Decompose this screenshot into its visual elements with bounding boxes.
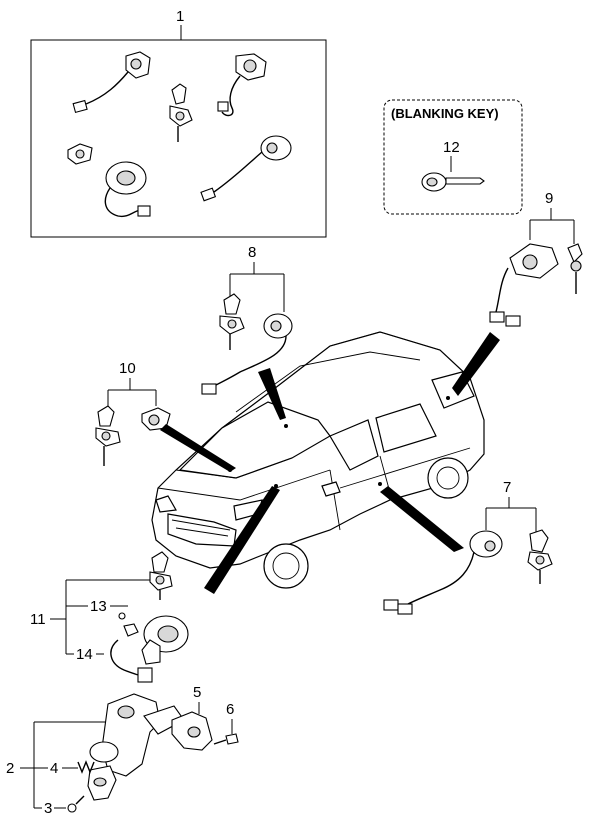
callout-6: 6 <box>226 701 234 718</box>
tailgate-cylinder-wire <box>200 135 292 202</box>
group-11: 11 13 14 <box>30 551 189 683</box>
steering-lock-body <box>87 693 185 801</box>
callout-3: 3 <box>44 800 52 817</box>
pointer-10 <box>160 424 236 472</box>
bracket-5 <box>171 711 213 751</box>
group-1-kit: 1 <box>30 8 327 238</box>
pointer-8 <box>258 368 286 420</box>
spring-4 <box>77 760 95 774</box>
door-cylinder-8 <box>201 313 293 395</box>
callout-9: 9 <box>545 190 553 207</box>
key-8 <box>219 293 245 350</box>
blanking-key-box: (BLANKING KEY) 12 <box>383 99 523 215</box>
ignition-switch-with-coil <box>110 612 189 683</box>
group-7: 7 <box>383 479 553 615</box>
group-2-ignition-lock: 2 4 3 5 6 <box>6 684 239 817</box>
key-10 <box>95 405 121 466</box>
callout-1: 1 <box>176 8 184 25</box>
pointer-ignition <box>204 486 280 594</box>
group-10: 10 <box>95 360 171 466</box>
key-11 <box>149 551 173 600</box>
location-pointers <box>160 332 500 594</box>
bolt-6 <box>213 733 239 745</box>
pointer-7 <box>380 486 464 552</box>
glove-box-cylinder <box>141 407 171 431</box>
key-blade <box>169 83 193 142</box>
callout-4: 4 <box>50 760 58 777</box>
key-9 <box>567 243 583 294</box>
callout-8: 8 <box>248 244 256 261</box>
screw-3 <box>67 795 85 813</box>
blanking-key-title: (BLANKING KEY) <box>391 106 499 121</box>
blanking-key-frame <box>383 99 523 215</box>
kit-box <box>30 39 327 238</box>
group-9: 9 <box>489 190 583 327</box>
rear-hatch-cylinder <box>489 243 559 327</box>
callout-10: 10 <box>119 360 136 377</box>
group-8: 8 <box>201 244 293 395</box>
callout-14: 14 <box>76 646 93 663</box>
cylinder-loop-wire <box>217 53 267 117</box>
callout-5: 5 <box>193 684 201 701</box>
ignition-lock-assembly <box>104 161 151 218</box>
callout-12: 12 <box>443 139 460 156</box>
callout-13: 13 <box>90 598 107 615</box>
callout-7: 7 <box>503 479 511 496</box>
callout-11: 11 <box>30 611 46 628</box>
blanking-key <box>421 172 485 192</box>
driver-door-cylinder <box>383 530 503 615</box>
suv-vehicle <box>151 331 485 589</box>
pointer-9 <box>452 332 500 396</box>
small-cylinder <box>67 143 93 165</box>
door-cylinder-with-wire <box>72 51 151 114</box>
callout-2: 2 <box>6 760 14 777</box>
key-7 <box>527 529 553 584</box>
